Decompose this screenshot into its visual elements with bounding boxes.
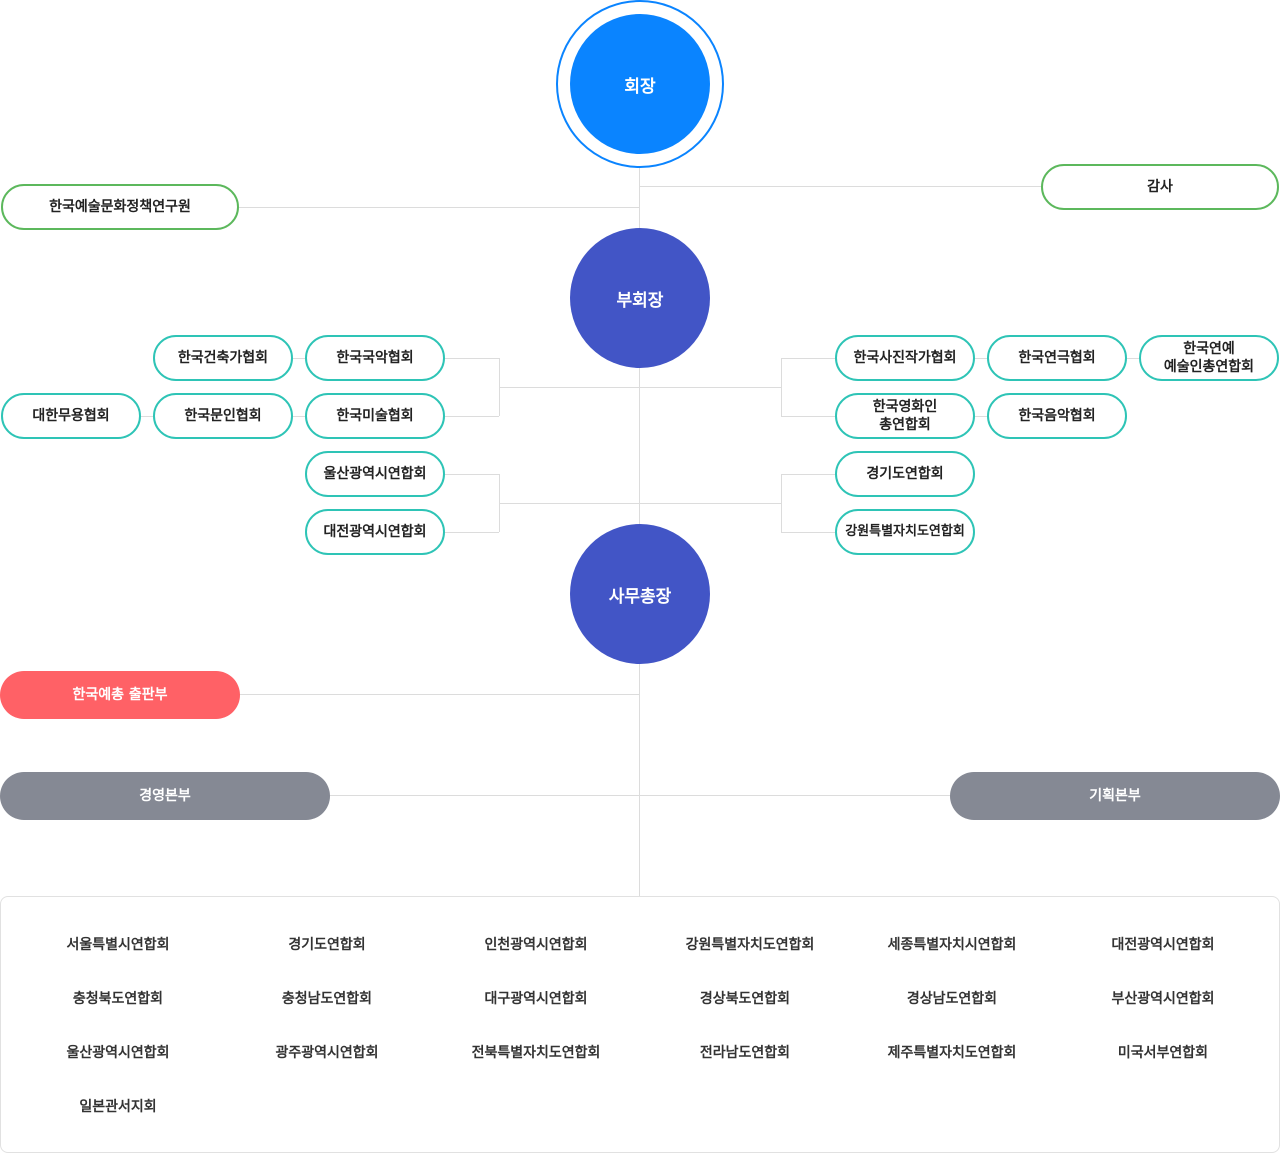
- connector-right-upper-v: [781, 358, 782, 416]
- assoc-gyeonggi[interactable]: 경기도연합회: [835, 451, 975, 497]
- region-item[interactable]: 충청남도연합회: [281, 991, 373, 1007]
- region-item[interactable]: 전북특별자치도연합회: [471, 1045, 601, 1061]
- assoc-ulsan[interactable]: 울산광역시연합회: [305, 451, 445, 497]
- assoc-kor-literature[interactable]: 한국문인협회: [153, 393, 293, 439]
- connector-right-lower-v: [781, 474, 782, 532]
- connector-left-fine-arts: [445, 416, 499, 417]
- assoc-label: 한국문인협회: [184, 408, 262, 424]
- assoc-kor-architecture[interactable]: 한국건축가협회: [153, 335, 293, 381]
- region-item[interactable]: 세종특별자치시연합회: [887, 937, 1017, 953]
- assoc-kor-gukak[interactable]: 한국국악협회: [305, 335, 445, 381]
- vice-chairman-node[interactable]: 부회장: [570, 228, 710, 368]
- assoc-label: 한국미술협회: [336, 408, 414, 424]
- connector-right-film: [781, 416, 835, 417]
- planning-label: 기획본부: [1089, 788, 1141, 804]
- connector-institute: [239, 207, 639, 208]
- assoc-kor-music[interactable]: 한국음악협회: [987, 393, 1127, 439]
- assoc-kor-film[interactable]: 한국영화인 총연합회: [835, 393, 975, 439]
- connector-left-upper-h: [499, 387, 639, 388]
- region-item[interactable]: 일본관서지회: [79, 1099, 157, 1115]
- connector-left-lit: [293, 416, 305, 417]
- connector-right-theater: [975, 358, 987, 359]
- assoc-label: 한국영화인 총연합회: [872, 399, 938, 433]
- secretary-general-node[interactable]: 사무총장: [570, 524, 710, 664]
- connector-left-gukak: [445, 358, 499, 359]
- region-item[interactable]: 미국서부연합회: [1117, 1045, 1209, 1061]
- connector-left-lower-v: [499, 474, 500, 532]
- connector-publishing: [239, 694, 639, 695]
- assoc-label: 한국건축가협회: [177, 350, 269, 366]
- connector-right-gyeonggi: [781, 474, 835, 475]
- assoc-label: 강원특별자치도연합회: [845, 524, 965, 539]
- region-item[interactable]: 울산광역시연합회: [66, 1045, 170, 1061]
- region-item[interactable]: 서울특별시연합회: [66, 937, 170, 953]
- region-item[interactable]: 광주광역시연합회: [275, 1045, 379, 1061]
- connector-right-music: [975, 416, 987, 417]
- connector-left-arch: [293, 358, 305, 359]
- auditor-node[interactable]: 감사: [1041, 164, 1279, 210]
- region-item[interactable]: 대전광역시연합회: [1111, 937, 1215, 953]
- regional-federations-box: 서울특별시연합회 경기도연합회 인천광역시연합회 강원특별자치도연합회 세종특별…: [0, 896, 1280, 1153]
- region-item[interactable]: 대구광역시연합회: [484, 991, 588, 1007]
- connector-auditor: [640, 186, 1041, 187]
- assoc-kor-fine-arts[interactable]: 한국미술협회: [305, 393, 445, 439]
- assoc-label: 울산광역시연합회: [323, 466, 427, 482]
- assoc-label: 한국연극협회: [1018, 350, 1096, 366]
- institute-label: 한국예술문화정책연구원: [49, 199, 191, 215]
- assoc-kor-theater[interactable]: 한국연극협회: [987, 335, 1127, 381]
- assoc-label: 한국연예 예술인총연합회: [1163, 341, 1255, 375]
- institute-node[interactable]: 한국예술문화정책연구원: [1, 184, 239, 230]
- management-node[interactable]: 경영본부: [0, 772, 330, 820]
- assoc-label: 한국사진작가협회: [853, 350, 957, 366]
- region-item[interactable]: 전라남도연합회: [699, 1045, 791, 1061]
- region-item[interactable]: 인천광역시연합회: [484, 937, 588, 953]
- assoc-label: 한국음악협회: [1018, 408, 1096, 424]
- connector-left-daejeon: [445, 532, 499, 533]
- publishing-label: 한국예총 출판부: [72, 687, 168, 703]
- connector-right-gangwon: [781, 532, 835, 533]
- connector-right-ent: [1127, 358, 1139, 359]
- chairman-label: 회장: [624, 76, 656, 97]
- region-item[interactable]: 경상남도연합회: [906, 991, 998, 1007]
- assoc-daejeon[interactable]: 대전광역시연합회: [305, 509, 445, 555]
- region-item[interactable]: 부산광역시연합회: [1111, 991, 1215, 1007]
- connector-right-photo: [781, 358, 835, 359]
- region-item[interactable]: 경기도연합회: [288, 937, 366, 953]
- connector-right-upper-h: [640, 387, 781, 388]
- connector-departments: [329, 795, 950, 796]
- region-item[interactable]: 제주특별자치도연합회: [887, 1045, 1017, 1061]
- assoc-kor-entertainment[interactable]: 한국연예 예술인총연합회: [1139, 335, 1279, 381]
- assoc-kor-dance[interactable]: 대한무용협회: [1, 393, 141, 439]
- connector-left-upper-v: [499, 358, 500, 416]
- assoc-kor-photo[interactable]: 한국사진작가협회: [835, 335, 975, 381]
- planning-node[interactable]: 기획본부: [950, 772, 1280, 820]
- publishing-node[interactable]: 한국예총 출판부: [0, 671, 240, 719]
- vice-chairman-label: 부회장: [616, 290, 664, 311]
- management-label: 경영본부: [139, 788, 191, 804]
- assoc-label: 대전광역시연합회: [323, 524, 427, 540]
- chairman-node[interactable]: 회장: [570, 14, 710, 154]
- assoc-label: 경기도연합회: [866, 466, 944, 482]
- region-item[interactable]: 충청북도연합회: [72, 991, 164, 1007]
- assoc-label: 한국국악협회: [336, 350, 414, 366]
- connector-left-ulsan: [445, 474, 499, 475]
- connector-left-lower-h: [499, 503, 639, 504]
- auditor-label: 감사: [1147, 179, 1173, 195]
- connector-left-dance: [141, 416, 153, 417]
- assoc-gangwon[interactable]: 강원특별자치도연합회: [835, 509, 975, 555]
- assoc-label: 대한무용협회: [32, 408, 110, 424]
- connector-right-lower-h: [640, 503, 781, 504]
- region-item[interactable]: 강원특별자치도연합회: [685, 937, 815, 953]
- secretary-general-label: 사무총장: [608, 586, 672, 607]
- region-item[interactable]: 경상북도연합회: [699, 991, 791, 1007]
